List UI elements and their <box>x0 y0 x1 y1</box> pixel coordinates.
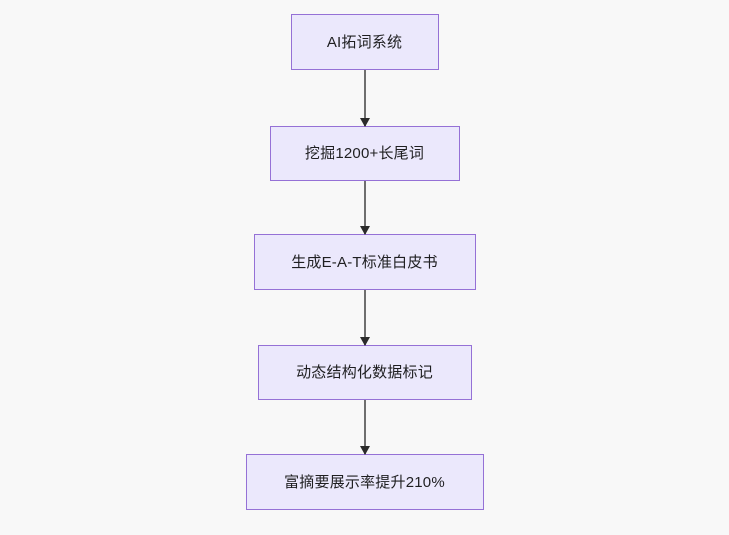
edge-line <box>363 400 366 454</box>
flow-edge-n3-n4 <box>358 400 372 455</box>
flow-edge-n1-n2 <box>358 181 372 235</box>
down-arrow-icon <box>359 337 370 346</box>
flow-edge-n0-n1 <box>358 70 372 127</box>
down-arrow-icon <box>359 446 370 455</box>
flow-node-ai-keyword-system[interactable]: AI拓词系统 <box>290 14 439 70</box>
flow-node-generate-eat-whitepaper[interactable]: 生成E-A-T标准白皮书 <box>253 234 476 290</box>
down-arrow-icon <box>359 118 370 127</box>
flow-node-mine-longtail-keywords[interactable]: 挖掘1200+长尾词 <box>269 126 460 181</box>
edge-line <box>363 181 366 234</box>
flow-edge-n2-n3 <box>358 290 372 346</box>
edge-line <box>363 70 366 126</box>
flow-node-rich-snippet-impression-uplift[interactable]: 富摘要展示率提升210% <box>245 454 484 510</box>
down-arrow-icon <box>359 226 370 235</box>
flow-node-dynamic-structured-data-markup[interactable]: 动态结构化数据标记 <box>257 345 472 400</box>
edge-line <box>363 290 366 345</box>
